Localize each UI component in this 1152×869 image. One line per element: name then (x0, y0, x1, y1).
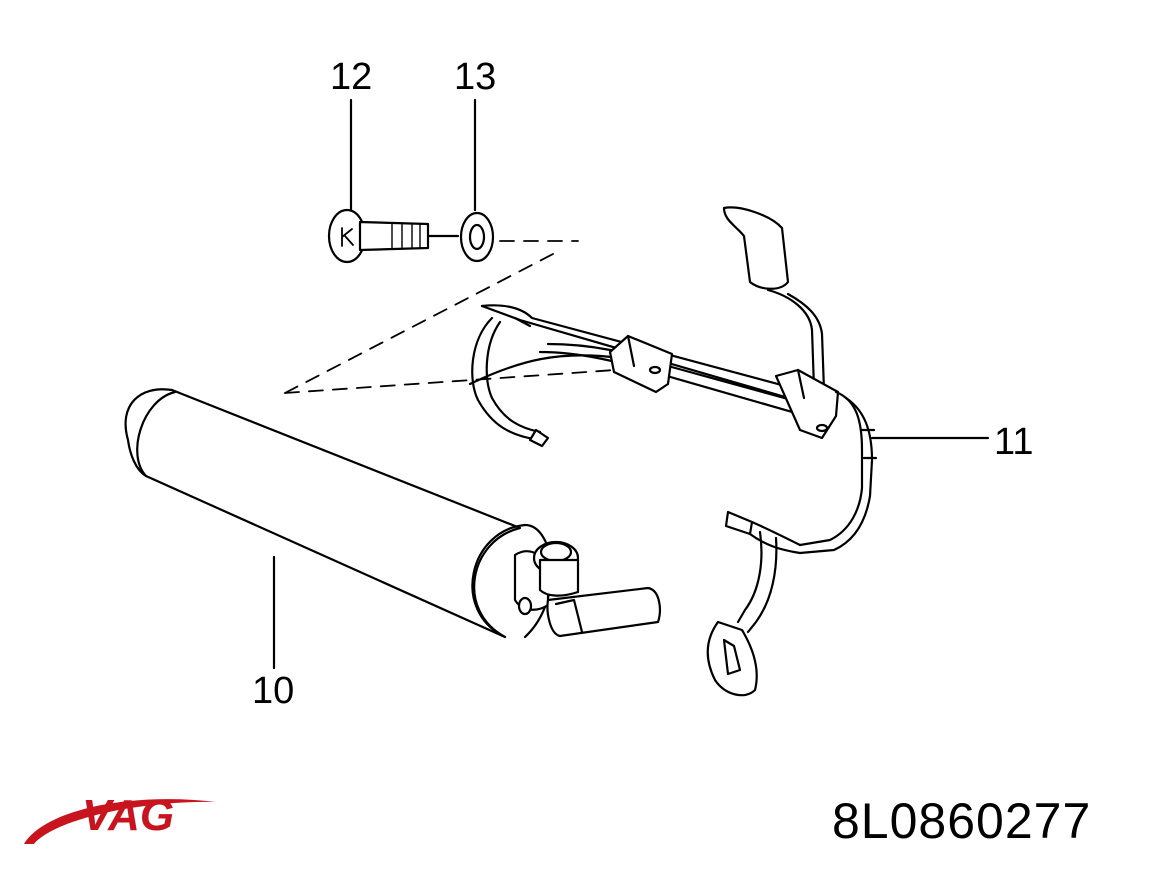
bolt-part (327, 208, 460, 264)
callout-11: 11 (994, 421, 1034, 463)
callout-12: 12 (330, 56, 373, 98)
part-number: 8L0860277 (832, 793, 1092, 849)
callout-13: 13 (454, 56, 497, 98)
vag-logo-text: VAG (82, 791, 174, 840)
assembly-dashed-lines (284, 240, 616, 394)
vag-logo: VAG (24, 791, 216, 844)
callout-10: 10 (252, 670, 295, 712)
extinguisher-part (124, 388, 661, 639)
bracket-part (468, 206, 878, 697)
washer-part (459, 211, 495, 263)
